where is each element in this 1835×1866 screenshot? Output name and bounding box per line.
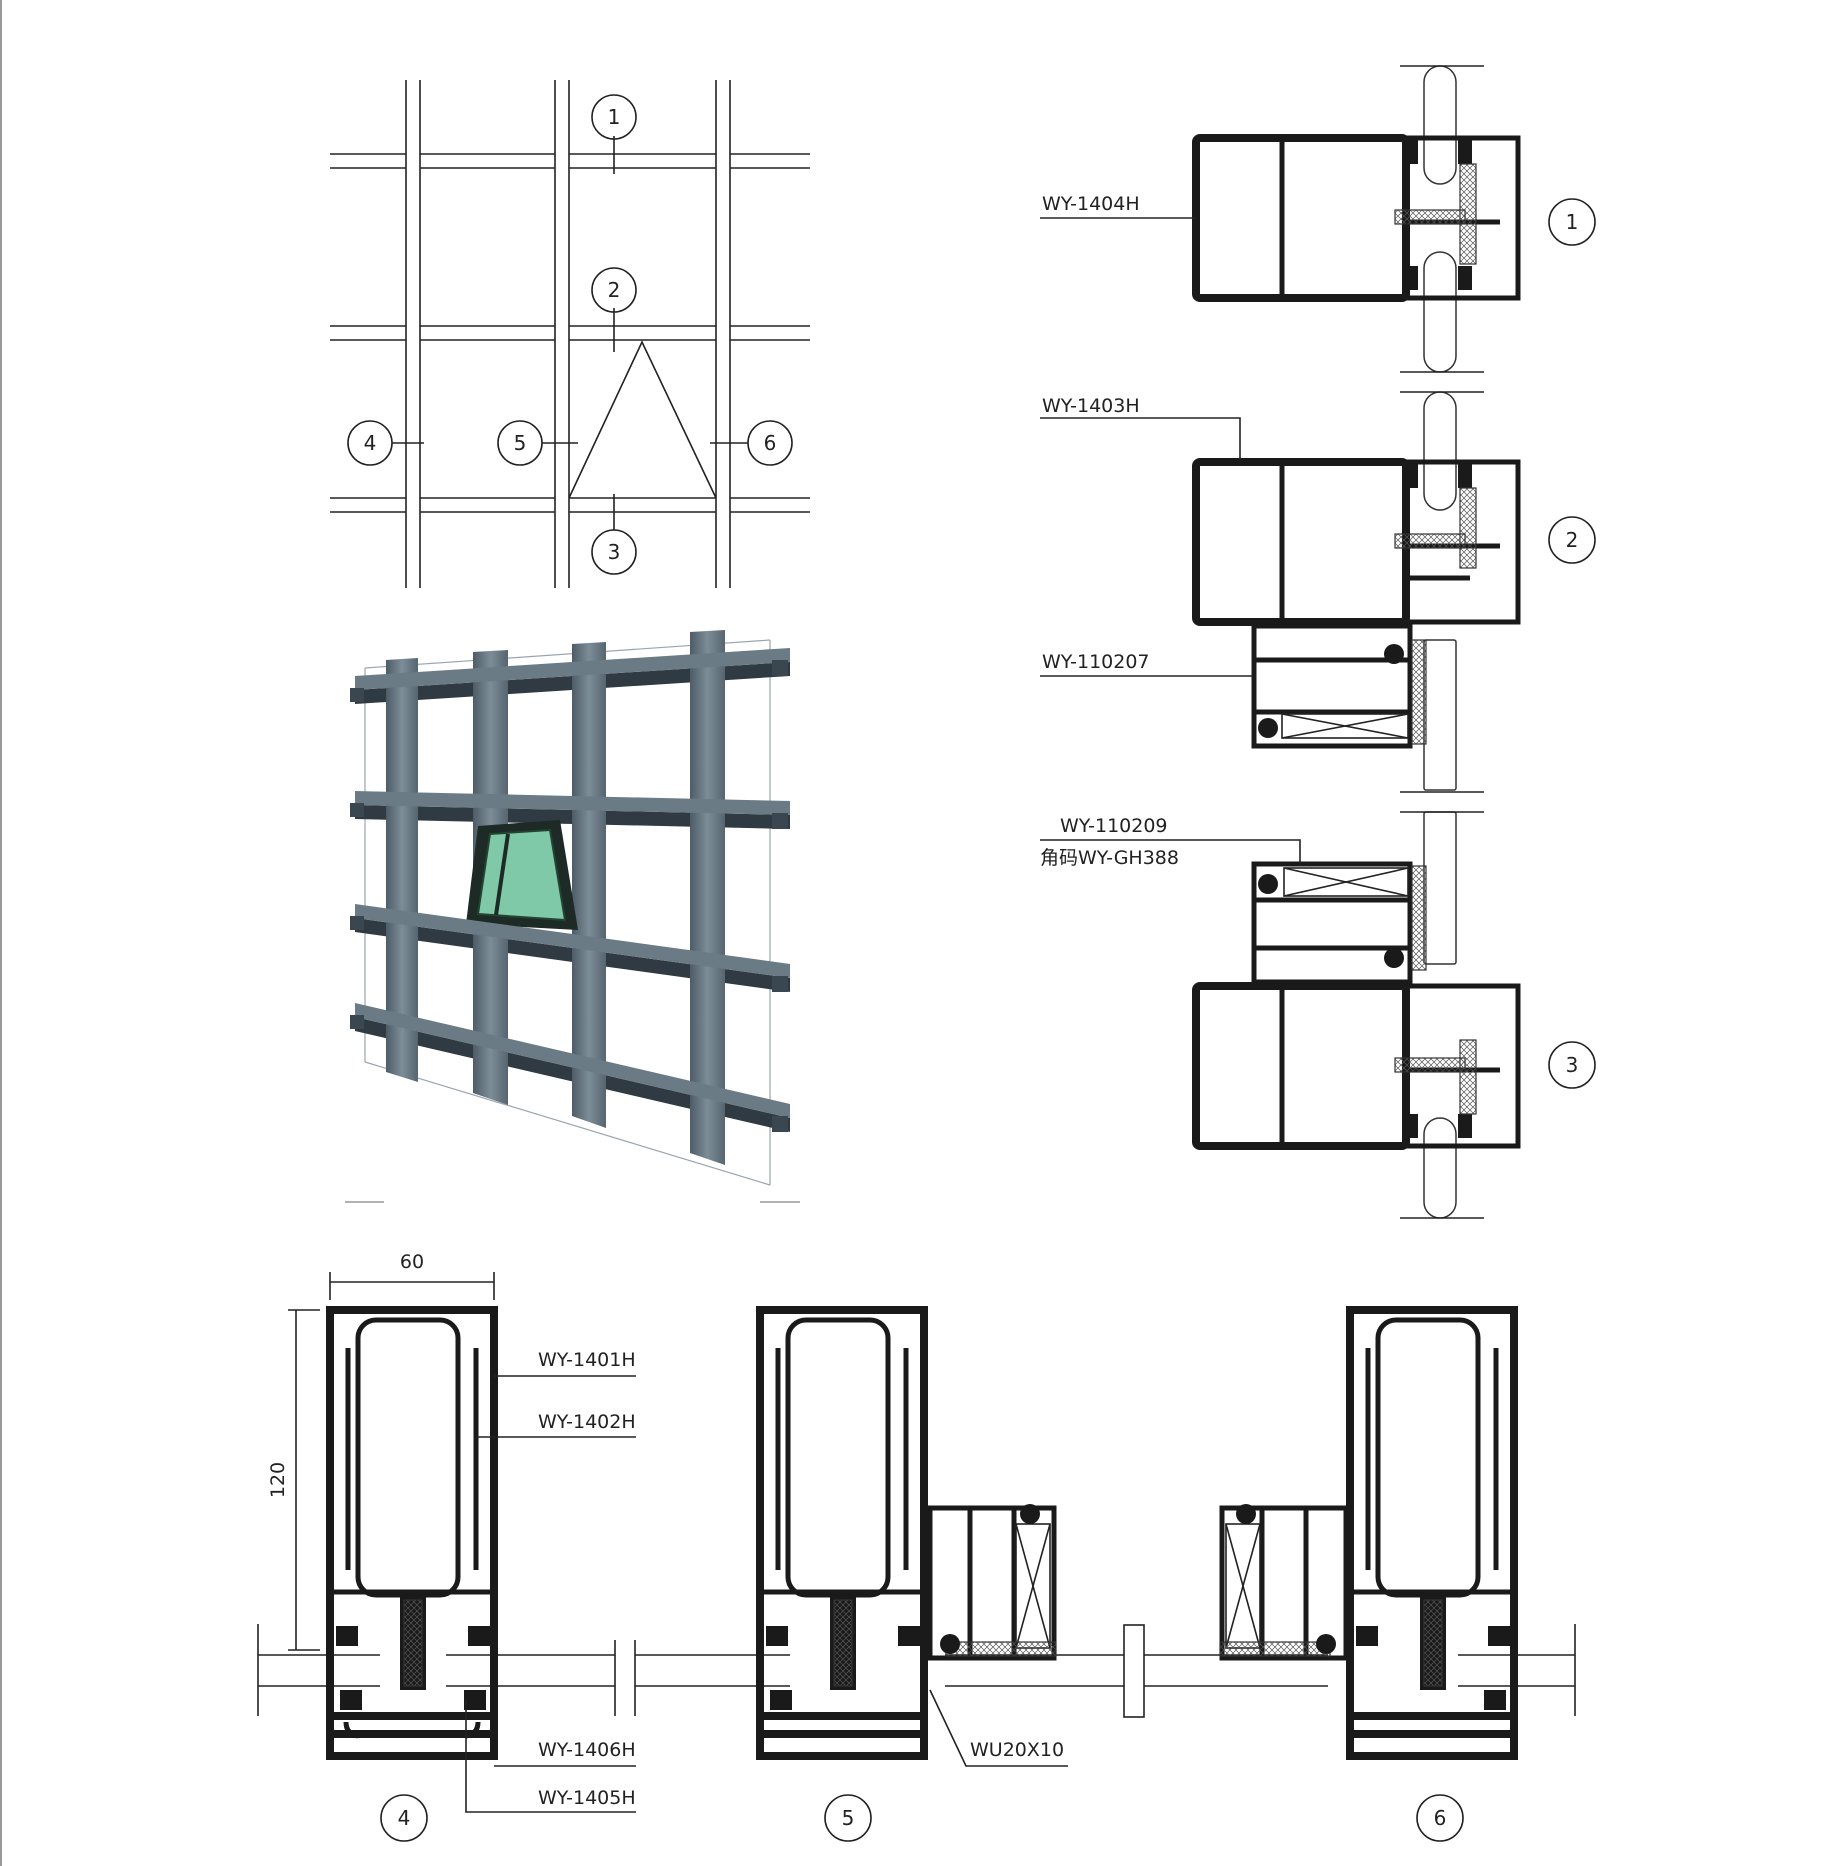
grid-marker-3: 3 xyxy=(591,529,637,575)
svg-text:5: 5 xyxy=(514,431,527,455)
section-2-window-head: WY-1403H WY-110207 2 xyxy=(1040,391,1596,793)
label-wu20x10: WU20X10 xyxy=(970,1739,1064,1761)
dimension-height: 120 xyxy=(267,1462,289,1498)
svg-text:4: 4 xyxy=(364,431,377,455)
section-marker-4: 4 xyxy=(398,1806,411,1830)
grid-marker-2: 2 xyxy=(591,267,637,313)
grid-marker-5: 5 xyxy=(497,420,543,466)
dimension-width: 60 xyxy=(400,1251,424,1273)
svg-text:6: 6 xyxy=(764,431,777,455)
grid-marker-4: 4 xyxy=(347,420,393,466)
label-wy-110207: WY-110207 xyxy=(1042,651,1150,673)
label-wy-1406h: WY-1406H xyxy=(538,1739,636,1761)
label-wy-110209: WY-110209 xyxy=(1060,815,1168,837)
open-window-sash xyxy=(466,820,578,930)
section-6-mullion-window-right: 6 xyxy=(1219,1306,1518,1842)
label-corner-cleat: 角码WY-GH388 xyxy=(1040,847,1179,869)
grid-marker-1: 1 xyxy=(591,94,637,140)
grid-marker-6: 6 xyxy=(747,420,793,466)
label-wy-1401h: WY-1401H xyxy=(538,1349,636,1371)
section-5-mullion-window-left: WU20X10 5 xyxy=(756,1306,1068,1842)
section-marker-6: 6 xyxy=(1434,1806,1447,1830)
label-wy-1402h: WY-1402H xyxy=(538,1411,636,1433)
svg-text:1: 1 xyxy=(608,105,621,129)
section-marker-3: 3 xyxy=(1566,1053,1579,1077)
section-4-mullion: 60 120 WY-1401H WY-1402H WY-1406H WY-140… xyxy=(267,1251,636,1842)
label-wy-1403h: WY-1403H xyxy=(1042,395,1140,417)
section-marker-2: 2 xyxy=(1566,528,1579,552)
section-1-transom: WY-1404H 1 xyxy=(1040,65,1596,373)
svg-text:3: 3 xyxy=(608,540,621,564)
label-wy-1404h: WY-1404H xyxy=(1042,193,1140,215)
section-3-window-sill: WY-110209 角码WY-GH388 3 xyxy=(1040,811,1596,1219)
label-wy-1405h: WY-1405H xyxy=(538,1787,636,1809)
elevation-grid: 1 2 3 4 5 6 xyxy=(330,80,810,588)
section-marker-1: 1 xyxy=(1566,210,1579,234)
svg-text:2: 2 xyxy=(608,278,621,302)
isometric-curtain-wall-render xyxy=(345,630,800,1203)
section-marker-5: 5 xyxy=(842,1806,855,1830)
